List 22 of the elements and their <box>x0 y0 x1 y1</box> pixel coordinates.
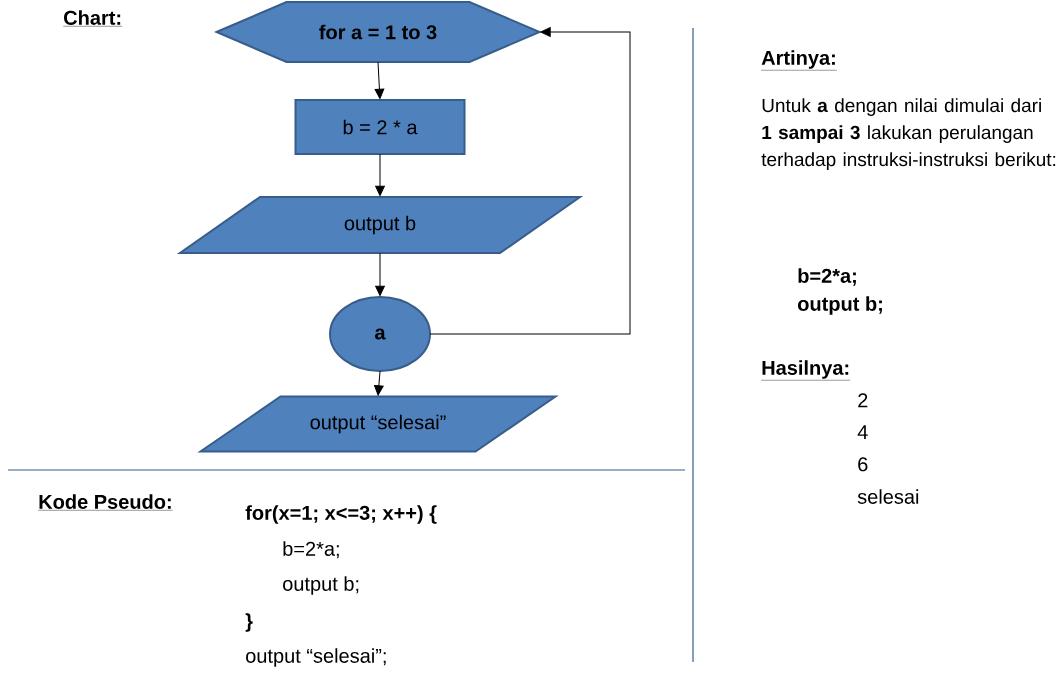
arrow <box>375 252 385 297</box>
section-heading: Kode Pseudo: <box>38 494 173 511</box>
code-line: b=2*a; <box>798 268 856 286</box>
arrow <box>374 370 384 396</box>
code-line: } <box>245 613 253 632</box>
arrow <box>374 61 385 100</box>
description-text: Untuk a dengan nilai dimulai dari 1 sampai 3 lakukan perulangan terhadap instruksi-instruksi berikut: <box>761 98 1056 170</box>
code-line: output b; <box>798 296 882 315</box>
section-heading: Chart: <box>63 10 123 27</box>
code-line: b=2*a; <box>283 541 339 559</box>
section-heading: Hasilnya: <box>761 360 851 381</box>
code-line: for(x=1; x<=3; x++) { <box>245 505 437 524</box>
result-text: 6 <box>858 457 868 472</box>
code-line: output b; <box>283 576 359 595</box>
result-text: 4 <box>857 425 868 439</box>
arrow <box>429 27 631 335</box>
process-box: b = 2 * a <box>294 99 466 155</box>
code-line: output “selesai”; <box>246 648 386 667</box>
section-heading: Artinya: <box>761 50 837 71</box>
result-text: 2 <box>858 393 868 408</box>
arrow <box>375 153 385 197</box>
result-text: selesai <box>857 489 919 504</box>
